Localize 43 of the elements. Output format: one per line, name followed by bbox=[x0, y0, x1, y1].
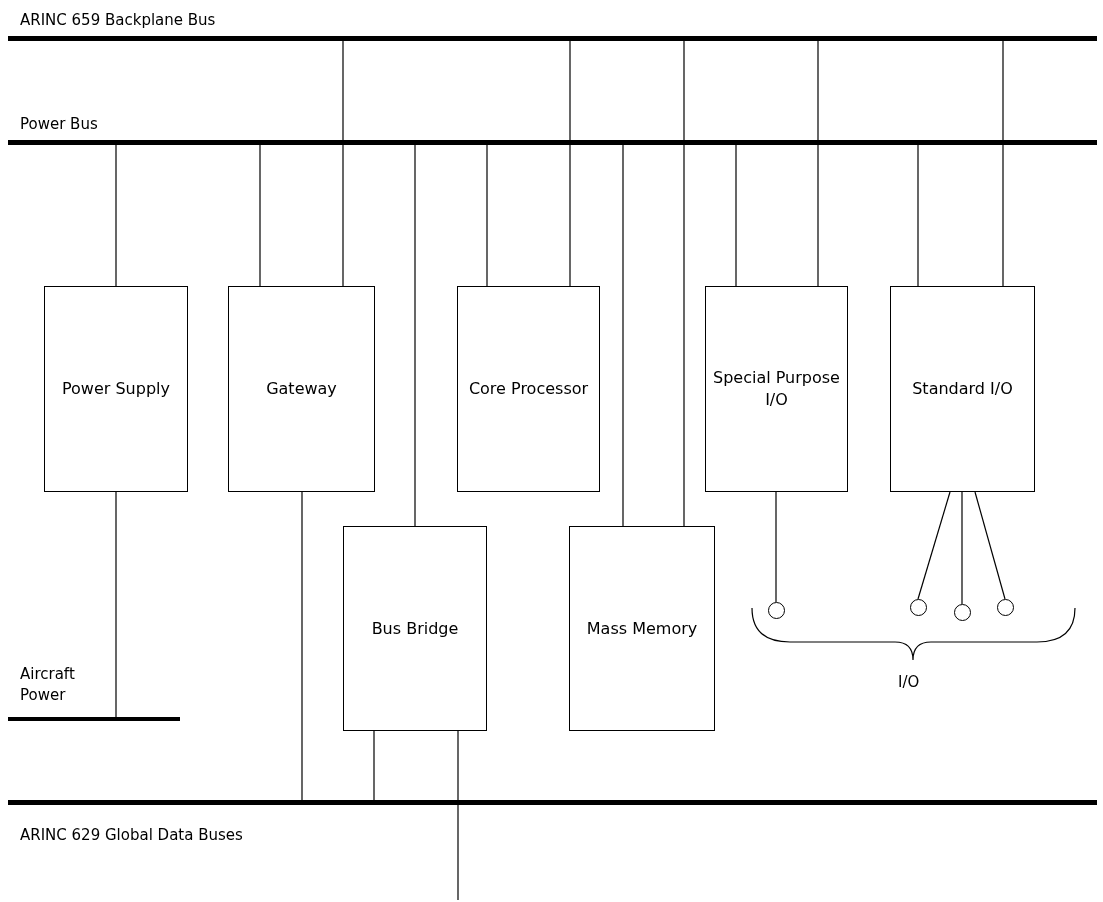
connector-line bbox=[301, 491, 303, 801]
bus-label: Power Bus bbox=[20, 114, 98, 134]
connector-line bbox=[486, 144, 488, 287]
module-box bbox=[228, 286, 375, 492]
terminal-circle bbox=[910, 599, 927, 616]
connector-line bbox=[115, 491, 117, 718]
bus-label: Aircraft Power bbox=[20, 664, 76, 706]
module-label: Special Purpose I/O bbox=[712, 367, 841, 411]
module-label: Gateway bbox=[265, 378, 338, 400]
module-box bbox=[457, 286, 600, 492]
connector-line bbox=[622, 144, 624, 527]
terminal-circle bbox=[997, 599, 1014, 616]
module-label: Power Supply bbox=[61, 378, 171, 400]
connector-line bbox=[115, 144, 117, 287]
module-label: Mass Memory bbox=[585, 617, 699, 640]
group-label: I/O bbox=[898, 672, 920, 692]
module-box bbox=[890, 286, 1035, 492]
connector-line bbox=[1002, 40, 1004, 287]
terminal-circle bbox=[954, 604, 971, 621]
connector-line bbox=[917, 491, 951, 600]
connector-line bbox=[917, 144, 919, 287]
connector-line bbox=[974, 491, 1006, 600]
module-label: Core Processor bbox=[467, 378, 590, 400]
connector-line bbox=[457, 730, 459, 901]
connector-line bbox=[961, 491, 963, 605]
module-box bbox=[705, 286, 848, 492]
connector-line bbox=[735, 144, 737, 287]
connector-line bbox=[683, 40, 685, 527]
connector-line bbox=[414, 144, 416, 527]
bus-label: ARINC 629 Global Data Buses bbox=[20, 825, 243, 845]
connector-line bbox=[775, 491, 777, 603]
connector-line bbox=[259, 144, 261, 287]
module-box bbox=[44, 286, 188, 492]
connector-line bbox=[569, 40, 571, 287]
module-box bbox=[569, 526, 715, 731]
module-box bbox=[343, 526, 487, 731]
module-label: Bus Bridge bbox=[370, 617, 460, 640]
connector-line bbox=[817, 40, 819, 287]
connector-line bbox=[373, 730, 375, 801]
bus-label: ARINC 659 Backplane Bus bbox=[20, 10, 216, 30]
module-label: Standard I/O bbox=[911, 378, 1014, 400]
terminal-circle bbox=[768, 602, 785, 619]
connector-line bbox=[342, 40, 344, 287]
